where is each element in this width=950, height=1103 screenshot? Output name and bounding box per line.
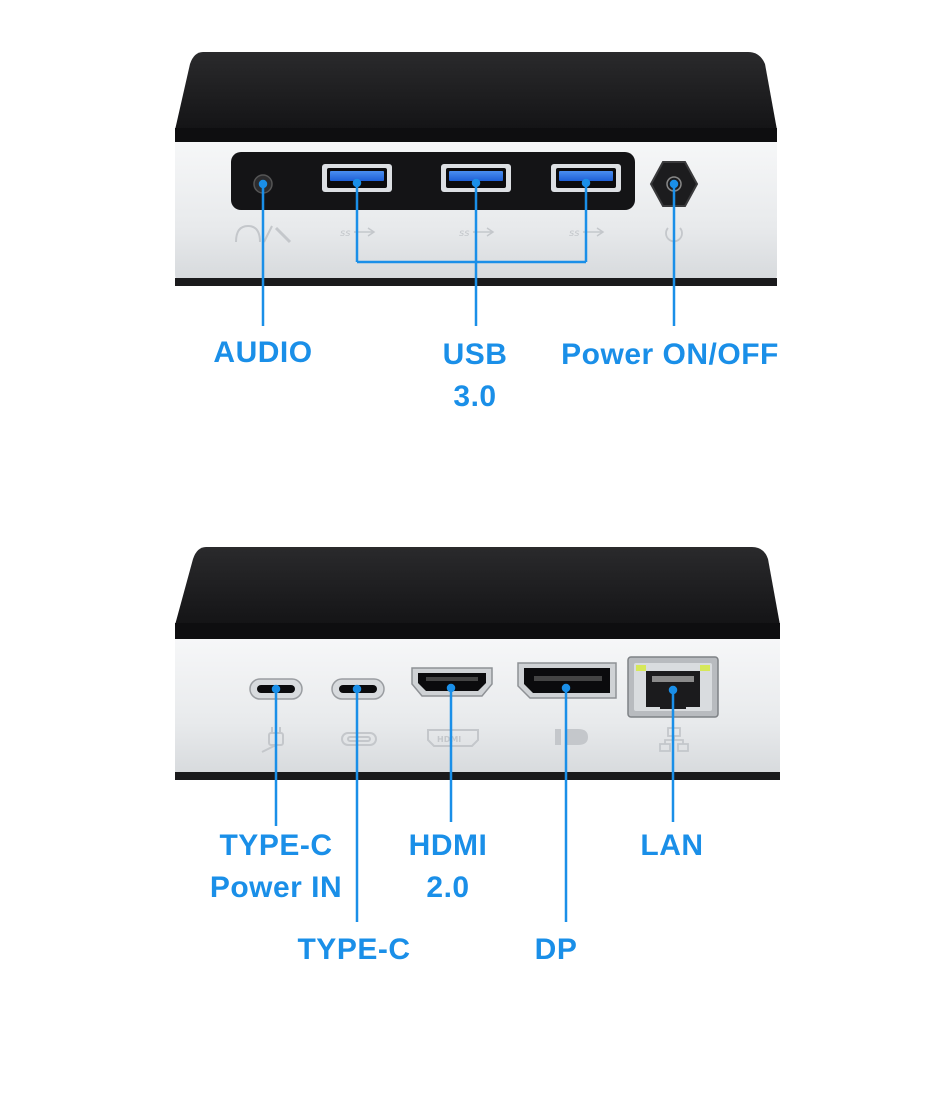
usb-c-icon [341,732,377,746]
hdmi-label: HDMI 2.0 [408,829,488,904]
usb-port-1[interactable] [322,164,392,192]
typec-label: TYPE-C [297,933,411,966]
usb-label: USB 3.0 [442,338,508,413]
lan-label: LAN [640,829,704,862]
svg-text:ss: ss [459,228,469,239]
svg-text:ss: ss [569,228,579,239]
headphone-mic-icon [235,224,292,244]
svg-text:ss: ss [340,228,350,239]
front-unit-lid [175,52,777,142]
front-callouts [258,178,679,326]
displayport-port[interactable] [517,662,617,699]
usb-port-2[interactable] [441,164,511,192]
audio-label: AUDIO [213,336,313,369]
rear-unit-lid [175,547,780,639]
dp-label: DP [534,933,578,966]
typec-power-label: TYPE-C Power IN [209,829,343,904]
svg-text:HDMI: HDMI [437,735,461,744]
hdmi-icon: HDMI [427,729,479,747]
hdmi-port[interactable] [411,667,493,697]
power-label: Power ON/OFF [561,338,779,371]
rear-callouts [271,683,678,922]
displayport-icon [555,729,588,745]
usb-port-3[interactable] [551,164,621,192]
